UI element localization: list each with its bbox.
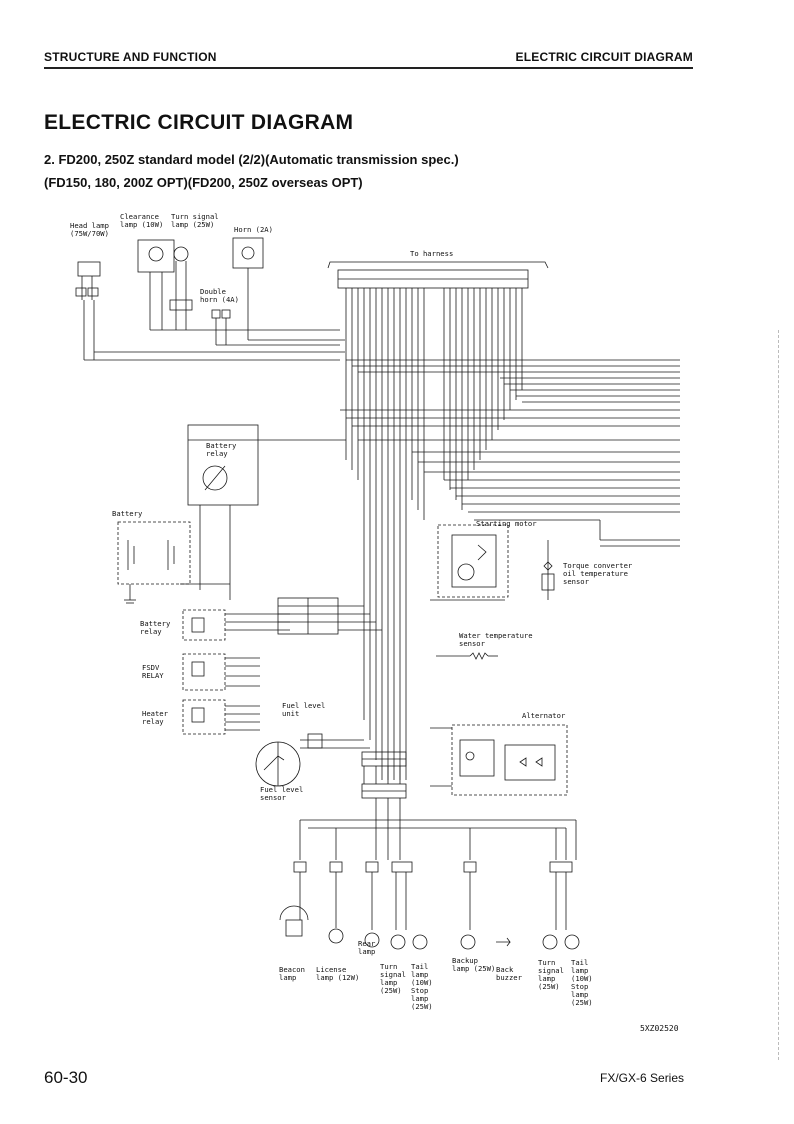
starting-motor-symbol xyxy=(430,524,509,601)
double-horn-connector xyxy=(211,309,340,346)
bottom-distribution-bus xyxy=(299,798,577,860)
battery-symbol xyxy=(117,521,230,604)
fuel-level-unit xyxy=(255,733,370,787)
central-connector-block xyxy=(277,597,382,635)
battery-label: Battery xyxy=(112,509,143,518)
bottom-lamp-symbols xyxy=(279,861,580,950)
head-lamp-symbol xyxy=(75,261,345,361)
fuel-level-sensor-label: Fuel level sensor xyxy=(260,785,304,802)
page-margin-line xyxy=(778,330,780,1060)
turn-signal-lamp-right-label: Turn signal lamp (25W) xyxy=(538,958,564,991)
tail-lamp-right-label: Tail lamp (10W) Stop lamp (25W) xyxy=(571,958,593,1007)
double-horn-label: Double horn (4A) xyxy=(200,287,239,304)
license-lamp-label: License lamp (12W) xyxy=(316,965,360,982)
rear-lamp-label: Rear lamp xyxy=(358,939,376,956)
starting-motor-label: Starting motor xyxy=(476,519,537,528)
turn-signal-lamp-top-symbol xyxy=(150,246,340,331)
header-chapter-title: ELECTRIC CIRCUIT DIAGRAM xyxy=(515,50,693,64)
to-harness-bracket xyxy=(327,261,549,289)
battery-relay-top-label: Battery relay xyxy=(206,441,237,458)
beacon-lamp-label: Beacon lamp xyxy=(279,965,305,982)
drawing-code: 5XZ02520 xyxy=(640,1024,679,1033)
turn-signal-lamp-left-label: Turn signal lamp (25W) xyxy=(380,962,406,995)
alternator-symbol xyxy=(430,724,568,796)
header-rule xyxy=(44,67,693,69)
subtitle-line-1: 2. FD200, 250Z standard model (2/2)(Auto… xyxy=(44,152,459,167)
turn-signal-lamp-top-label: Turn signal lamp (25W) xyxy=(171,212,219,229)
horn-symbol xyxy=(232,237,345,341)
fsdv-relay-label: FSDV RELAY xyxy=(142,663,164,680)
fuel-level-unit-label: Fuel level unit xyxy=(282,701,326,718)
subtitle-line-2: (FD150, 180, 200Z OPT)(FD200, 250Z overs… xyxy=(44,175,363,190)
alternator-label: Alternator xyxy=(522,711,566,720)
series-name: FX/GX-6 Series xyxy=(600,1071,685,1085)
torque-converter-label: Torque converter oil temperature sensor xyxy=(563,561,633,586)
backup-lamp-label: Backup lamp (25W) xyxy=(452,956,496,973)
relay-boxes-left xyxy=(182,609,290,735)
clearance-lamp-symbol xyxy=(137,239,175,330)
header-section-title: STRUCTURE AND FUNCTION xyxy=(44,50,217,64)
to-harness-label: To harness xyxy=(410,249,454,258)
lower-connectors xyxy=(361,751,407,799)
torque-converter-sensor xyxy=(541,540,555,600)
heater-relay-label: Heater relay xyxy=(142,709,168,726)
clearance-lamp-label: Clearance lamp (10W) xyxy=(120,212,164,229)
head-lamp-label: Head lamp (75W/70W) xyxy=(70,221,109,238)
horn-label: Horn (2A) xyxy=(234,225,273,234)
harness-vertical-wires xyxy=(345,288,523,780)
harness-horizontal-wires xyxy=(340,359,680,547)
page-number: 60-30 xyxy=(44,1068,88,1087)
tail-lamp-left-label: Tail lamp (10W) Stop lamp (25W) xyxy=(411,962,433,1011)
water-temp-label: Water temperature sensor xyxy=(459,631,533,648)
back-buzzer-label: Back buzzer xyxy=(496,965,522,982)
battery-relay-box-label: Battery relay xyxy=(140,619,171,636)
water-temperature-sensor xyxy=(436,652,498,660)
page-title: ELECTRIC CIRCUIT DIAGRAM xyxy=(44,111,354,134)
